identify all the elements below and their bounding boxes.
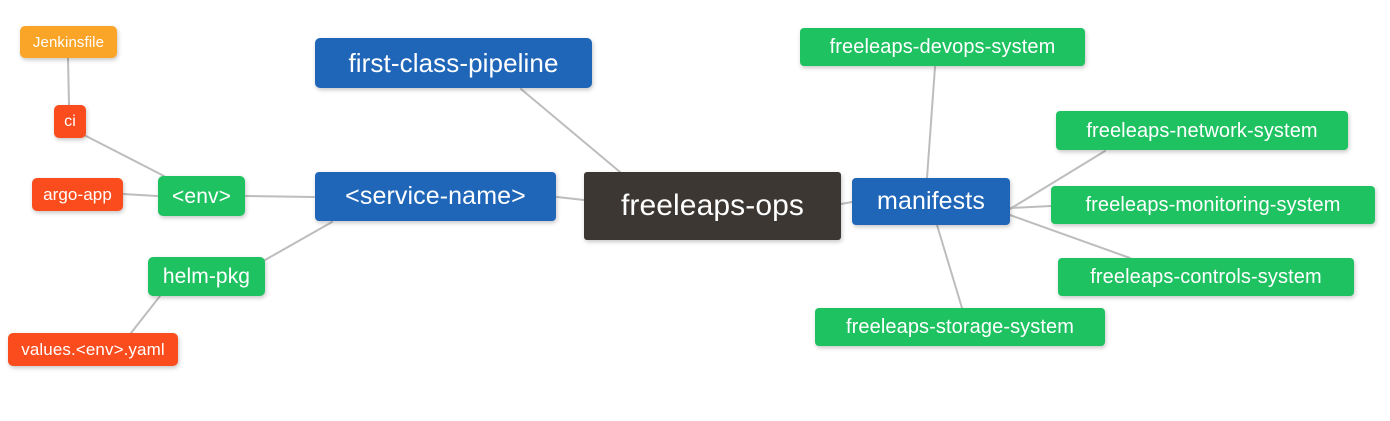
node-label: manifests [877, 187, 985, 215]
node-freeleaps-ops[interactable]: freeleaps-ops [584, 172, 841, 240]
edge-freeleaps-ops-to-manifests [840, 201, 853, 205]
edge-service-name-to-helm-pkg [264, 221, 333, 261]
node-argo-app[interactable]: argo-app [32, 178, 123, 211]
edge-env-to-argo-app [122, 193, 158, 197]
node-label: <env> [172, 184, 231, 208]
edge-ci-to-jenkinsfile [67, 57, 70, 106]
node-manifests[interactable]: manifests [852, 178, 1010, 225]
node-freeleaps-storage-system[interactable]: freeleaps-storage-system [815, 308, 1105, 346]
node-freeleaps-controls-system[interactable]: freeleaps-controls-system [1058, 258, 1354, 296]
node-label: freeleaps-controls-system [1090, 266, 1322, 288]
node-label: helm-pkg [162, 265, 251, 288]
edge-manifests-to-freeleaps-storage-system [936, 224, 963, 309]
node-label: argo-app [43, 185, 112, 204]
node-label: freeleaps-devops-system [829, 36, 1056, 58]
edge-manifests-to-freeleaps-monitoring-system [1009, 205, 1052, 209]
edge-service-name-to-env [245, 195, 315, 198]
node-label: <service-name> [345, 182, 526, 210]
edge-helm-pkg-to-values-env-yaml [130, 295, 161, 334]
node-ci[interactable]: ci [54, 105, 86, 138]
node-helm-pkg[interactable]: helm-pkg [148, 257, 265, 296]
node-first-class-pipeline[interactable]: first-class-pipeline [315, 38, 592, 88]
node-label: first-class-pipeline [348, 48, 559, 78]
node-label: Jenkinsfile [32, 33, 105, 51]
node-label: ci [64, 112, 76, 130]
edge-env-to-ci [85, 135, 165, 177]
node-env[interactable]: <env> [158, 176, 245, 216]
node-freeleaps-monitoring-system[interactable]: freeleaps-monitoring-system [1051, 186, 1375, 224]
node-values-env-yaml[interactable]: values.<env>.yaml [8, 333, 178, 366]
node-label: freeleaps-ops [620, 189, 805, 222]
node-jenkinsfile[interactable]: Jenkinsfile [20, 26, 117, 58]
node-label: freeleaps-storage-system [845, 316, 1075, 338]
edge-freeleaps-ops-to-service-name [556, 196, 585, 201]
node-freeleaps-devops-system[interactable]: freeleaps-devops-system [800, 28, 1085, 66]
node-service-name[interactable]: <service-name> [315, 172, 556, 221]
node-label: values.<env>.yaml [21, 340, 165, 359]
node-freeleaps-network-system[interactable]: freeleaps-network-system [1056, 111, 1348, 150]
node-label: freeleaps-network-system [1086, 119, 1318, 142]
node-label: freeleaps-monitoring-system [1085, 194, 1341, 216]
edge-manifests-to-freeleaps-devops-system [926, 66, 936, 179]
edge-freeleaps-ops-to-first-class-pipeline [520, 88, 621, 173]
